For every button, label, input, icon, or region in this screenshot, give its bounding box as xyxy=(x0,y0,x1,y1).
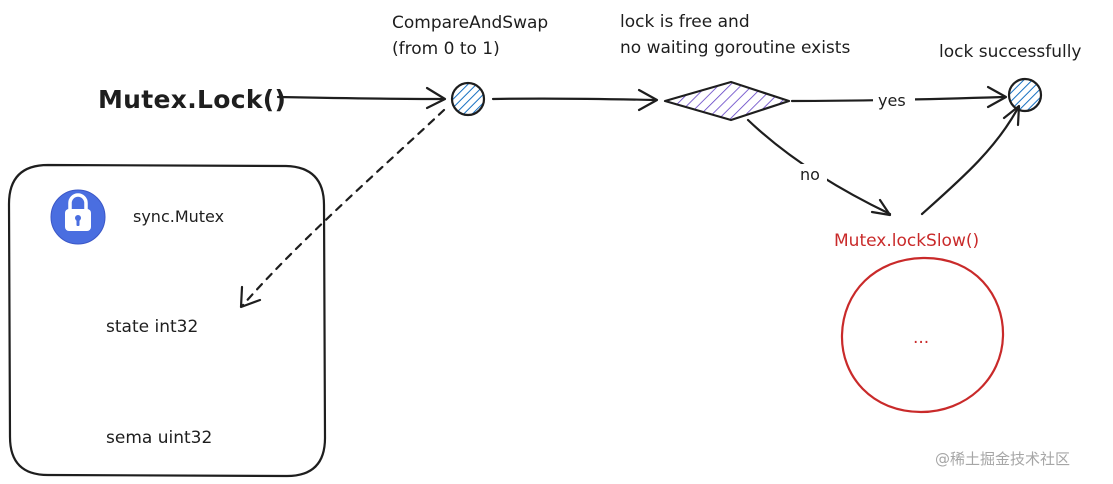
dashed-arrow-cas-to-state xyxy=(239,108,446,309)
decision-label-line1: lock is free and xyxy=(620,12,750,32)
lockslow-body: ... xyxy=(913,328,929,348)
lockslow-circle xyxy=(840,256,1005,414)
lockslow-label: Mutex.lockSlow() xyxy=(834,231,979,251)
arrow-lock-to-cas xyxy=(276,86,447,110)
arrow-slow-to-success xyxy=(920,104,1021,216)
lock-icon xyxy=(50,189,106,245)
mutex-struct-box xyxy=(7,163,327,478)
yes-edge-label: yes xyxy=(878,91,906,110)
struct-title: sync.Mutex xyxy=(133,207,224,226)
success-node xyxy=(1007,77,1043,113)
struct-field-sema: sema uint32 xyxy=(106,428,212,448)
decision-label-line2: no waiting goroutine exists xyxy=(620,38,850,58)
cas-label-line2: (from 0 to 1) xyxy=(392,39,500,59)
mutex-lock-label: Mutex.Lock() xyxy=(98,85,286,114)
arrow-cas-to-decision xyxy=(491,88,659,112)
watermark: @稀土掘金技术社区 xyxy=(935,450,1070,468)
struct-field-state: state int32 xyxy=(106,317,198,337)
success-label: lock successfully xyxy=(939,42,1081,62)
decision-diamond xyxy=(663,80,791,122)
cas-label-line1: CompareAndSwap xyxy=(392,13,548,33)
cas-node xyxy=(450,81,486,117)
no-edge-label: no xyxy=(800,165,820,184)
